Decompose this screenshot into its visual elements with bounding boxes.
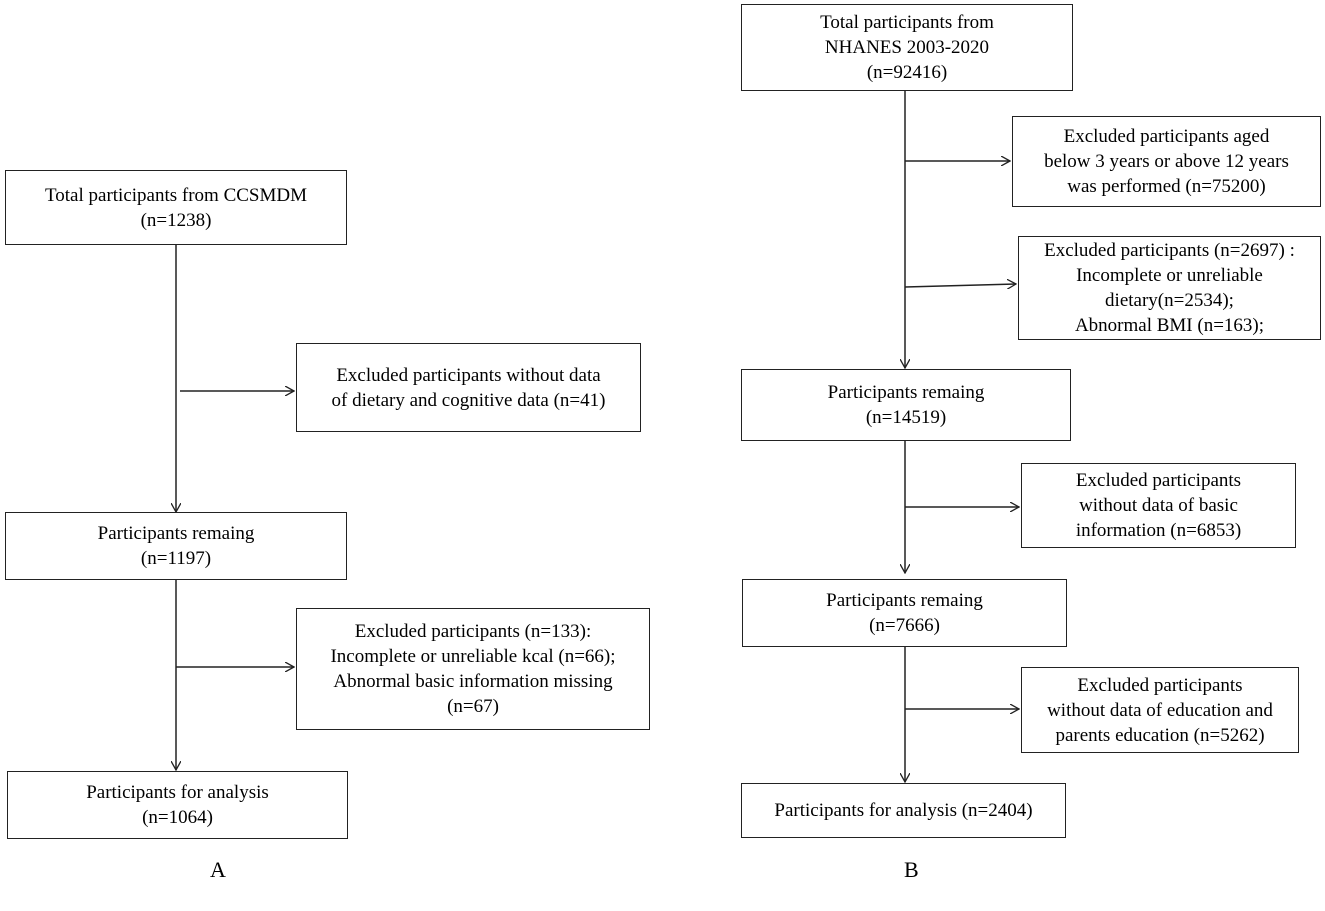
a-analysis-box: Participants for analysis (n=1064): [7, 771, 348, 839]
b-excluded-box-1: Excluded participants aged below 3 years…: [1012, 116, 1321, 207]
a-excluded-box-1: Excluded participants without data of di…: [296, 343, 641, 432]
b-excluded-box-4: Excluded participants without data of ed…: [1021, 667, 1299, 753]
b-remaining2-line-2: (n=7666): [869, 615, 940, 636]
b-excl4-line-2: without data of education and: [1047, 699, 1273, 721]
b-excl2-line-4: Abnormal BMI (n=163);: [1074, 315, 1265, 336]
b-remaining-box-2: Participants remaing (n=7666): [742, 579, 1067, 647]
b-remaining1-line-1: Participants remaing: [827, 382, 985, 403]
b-analysis-line-1: Participants for analysis (n=2404): [774, 800, 1033, 821]
b-excl1-line-3: was performed (n=75200): [1067, 176, 1266, 197]
b-excl2-line-3: dietary(n=2534);: [1105, 290, 1234, 311]
b-excl4-line-3: parents education (n=5262): [1055, 724, 1265, 746]
b-remaining-box-1: Participants remaing (n=14519): [741, 369, 1071, 441]
b-excl2-line-2: Incomplete or unreliable: [1076, 265, 1263, 286]
b-excl2-line-1: Excluded participants (n=2697) :: [1044, 240, 1295, 261]
a-excl1-line-1: Excluded participants without data: [336, 364, 601, 386]
a-remaining-box: Participants remaing (n=1197): [5, 512, 347, 580]
b-excl4-line-1: Excluded participants: [1077, 674, 1243, 696]
b-remaining1-line-2: (n=14519): [865, 407, 947, 428]
a-excl2-line-4: (n=67): [447, 696, 499, 717]
b-total-line-1: Total participants from: [820, 12, 994, 33]
a-excluded-box-2: Excluded participants (n=133): Incomplet…: [296, 608, 650, 730]
b-excl3-line-2: without data of basic: [1079, 495, 1238, 516]
b-remaining2-line-1: Participants remaing: [826, 590, 983, 611]
a-excl2-line-1: Excluded participants (n=133):: [354, 621, 592, 642]
a-total-box: Total participants from CCSMDM (n=1238): [5, 170, 347, 245]
b-excl3-line-3: information (n=6853): [1075, 520, 1242, 541]
b-total-box: Total participants from NHANES 2003-2020…: [741, 4, 1073, 91]
a-total-line-1: Total participants from CCSMDM: [44, 184, 307, 206]
b-arrow-to-excl2: [904, 284, 1016, 287]
a-excl2-line-2: Incomplete or unreliable kcal (n=66);: [330, 646, 616, 667]
a-analysis-line-1: Participants for analysis: [86, 782, 269, 803]
panel-b-label: B: [904, 857, 919, 882]
b-excl1-line-1: Excluded participants aged: [1063, 126, 1270, 147]
a-excl1-line-2: of dietary and cognitive data (n=41): [331, 389, 606, 411]
b-total-line-3: (n=92416): [866, 62, 948, 83]
b-excluded-box-3: Excluded participants without data of ba…: [1021, 463, 1296, 548]
a-analysis-line-2: (n=1064): [142, 807, 213, 828]
b-excluded-box-2: Excluded participants (n=2697) : Incompl…: [1018, 236, 1321, 340]
a-excl2-line-3: Abnormal basic information missing: [333, 671, 613, 692]
b-excl3-line-1: Excluded participants: [1075, 470, 1242, 491]
a-remaining-line-1: Participants remaing: [97, 523, 255, 544]
b-analysis-box: Participants for analysis (n=2404): [741, 783, 1066, 838]
a-total-line-2: (n=1238): [140, 209, 212, 231]
a-remaining-line-2: (n=1197): [140, 548, 212, 569]
b-total-line-2: NHANES 2003-2020: [824, 37, 990, 58]
b-excl1-line-2: below 3 years or above 12 years: [1044, 151, 1289, 172]
panel-a-label: A: [210, 857, 226, 882]
